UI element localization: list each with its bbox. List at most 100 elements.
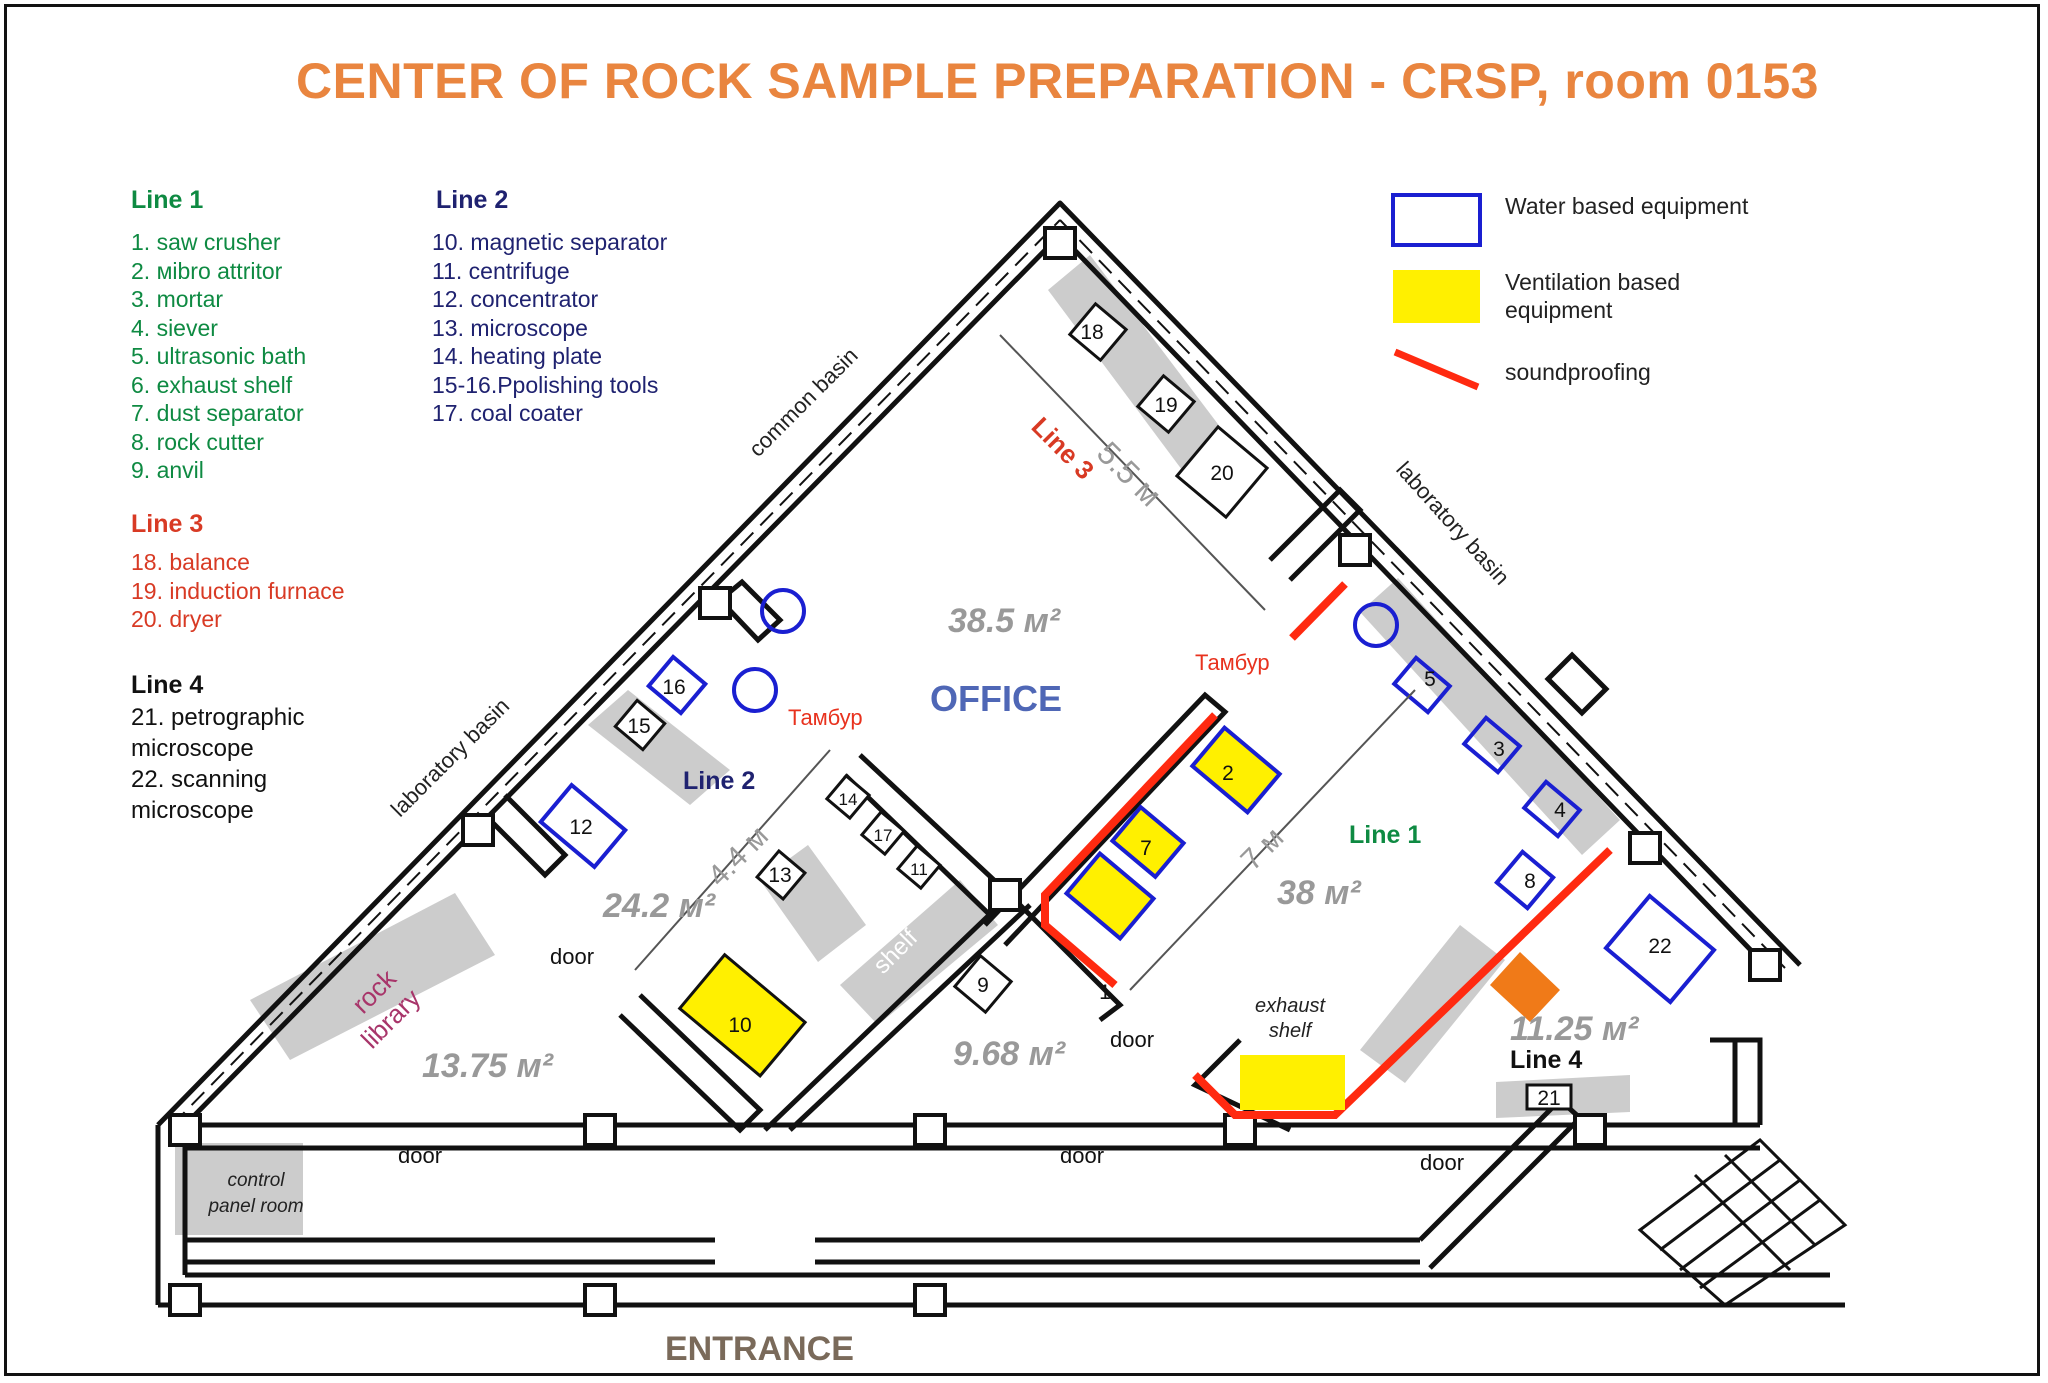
lab-basin-right-label: laboratory basin <box>1391 457 1514 590</box>
equipment-number: 2 <box>1222 762 1234 785</box>
control-panel-label: control <box>227 1170 285 1191</box>
equipment-number: 10 <box>728 1014 751 1037</box>
list-item: 21. petrographic <box>131 704 305 731</box>
line2-plan-label: Line 2 <box>683 767 755 795</box>
line3-heading: Line 3 <box>131 510 204 538</box>
tambur-label: Тамбур <box>788 705 863 730</box>
list-item: 3. mortar <box>131 286 224 312</box>
list-item: 7. dust separator <box>131 400 304 426</box>
equipment-number: 17 <box>874 826 893 845</box>
equipment-number: 5 <box>1424 668 1436 691</box>
dim-55-label: 5.5 м <box>1090 434 1169 513</box>
office-area-label: 38.5 м² <box>948 602 1062 640</box>
line3-list: 18. balance 19. induction furnace 20. dr… <box>131 548 345 634</box>
equipment-number: 11 <box>910 860 928 879</box>
equipment-2 <box>1189 724 1283 816</box>
line4-heading: Line 4 <box>131 671 204 699</box>
exhaust-shelf-label: shelf <box>1269 1020 1314 1042</box>
exhaust-shelf-block <box>1240 1055 1345 1110</box>
door-label: door <box>1110 1027 1154 1052</box>
soundproofing-lines <box>1041 581 1613 1119</box>
list-item: 20. dryer <box>131 606 222 632</box>
equipment-number: 15 <box>627 715 650 738</box>
equipment-number: 14 <box>839 790 858 809</box>
control-panel-label: panel room <box>207 1196 303 1217</box>
legend-water-label: Water based equipment <box>1505 193 1749 219</box>
area-1125-label: 11.25 м² <box>1510 1010 1640 1048</box>
diagram-frame <box>4 4 2040 1376</box>
equipment-1 <box>1063 850 1157 942</box>
list-item: 18. balance <box>131 549 250 575</box>
equipment-11 <box>895 843 943 891</box>
list-item: 10. magnetic separator <box>432 229 668 255</box>
equipment-number: 7 <box>1140 837 1152 860</box>
door-label: door <box>550 944 594 969</box>
equipment-20 <box>1174 424 1270 520</box>
inner-walls <box>185 486 1763 1270</box>
equipment-22 <box>1603 893 1717 1005</box>
list-item: 19. induction furnace <box>131 577 345 604</box>
equipment-13 <box>754 848 808 902</box>
equipment-number: 16 <box>662 676 685 699</box>
exhaust-shelf-label: exhaust <box>1255 995 1326 1017</box>
list-item: 4. siever <box>131 314 218 341</box>
equipment-19 <box>1135 373 1197 435</box>
equipment-16 <box>645 654 709 716</box>
door-label: door <box>1060 1143 1104 1168</box>
equipment-3 <box>1461 715 1523 775</box>
door-label: door <box>398 1143 442 1168</box>
line2-heading: Line 2 <box>436 186 509 214</box>
basin-circle <box>732 667 778 713</box>
area-38-label: 38 м² <box>1277 874 1362 912</box>
basin-circle <box>1353 602 1399 648</box>
list-item: 2. мibro attritor <box>131 257 283 284</box>
equipment-8 <box>1494 849 1556 911</box>
legend-soundproofing-swatch <box>1393 348 1480 391</box>
stairs <box>1637 1138 1848 1307</box>
columns <box>168 226 1782 1317</box>
equipment-number: 21 <box>1537 1087 1560 1110</box>
equipment-14 <box>824 773 872 821</box>
area-242-label: 24.2 м² <box>602 887 717 925</box>
equipment-numbers: 1 2 3 4 5 7 8 9 10 11 12 13 14 15 16 17 … <box>569 321 1671 1110</box>
list-item: 8. rock cutter <box>131 428 264 455</box>
office-label: OFFICE <box>930 678 1062 719</box>
area-1375-label: 13.75 м² <box>422 1047 555 1085</box>
equipment-10 <box>677 952 808 1078</box>
equipment-number: 20 <box>1210 462 1233 485</box>
equipment-15 <box>613 698 667 752</box>
equipment-number: 12 <box>569 816 592 839</box>
water-equipment <box>537 588 1717 1005</box>
line4-list: 21. petrographic microscope 22. scanning… <box>131 702 304 826</box>
equipment-number: 4 <box>1554 799 1566 822</box>
equipment-number: 18 <box>1080 321 1103 344</box>
list-item: 17. coal coater <box>432 400 583 426</box>
common-basin-label: common basin <box>744 343 863 462</box>
equipment-number: 3 <box>1493 738 1505 761</box>
equipment-number: 1 <box>1099 981 1111 1004</box>
outer-wall-axis <box>171 219 1786 1126</box>
list-item: 22. scanning <box>131 766 268 793</box>
area-968-label: 9.68 м² <box>953 1035 1067 1073</box>
equipment-9 <box>952 953 1014 1015</box>
list-item: 5. ultrasonic bath <box>131 343 307 369</box>
basin-circle <box>760 588 806 634</box>
equipment-4 <box>1521 779 1583 839</box>
equipment-5 <box>1391 655 1453 715</box>
equipment-number: 13 <box>768 864 791 887</box>
equipment-12 <box>537 782 629 870</box>
line2-list: 10. magnetic separator 11. centrifuge 12… <box>432 228 667 428</box>
lab-basin-left-label: laboratory basin <box>386 693 514 821</box>
equipment-number: 19 <box>1154 394 1177 417</box>
list-item: 6. exhaust shelf <box>131 371 293 398</box>
equipment-number: 9 <box>977 974 989 997</box>
line1-plan-label: Line 1 <box>1349 821 1421 849</box>
page-title: CENTER OF ROCK SAMPLE PREPARATION - CRSP… <box>296 53 1819 109</box>
grey-zones <box>175 255 1630 1235</box>
equipment-number: 8 <box>1524 870 1536 893</box>
orange-segment <box>1490 952 1560 1022</box>
legend-water-swatch <box>1391 193 1482 247</box>
legend-soundproofing-label: soundproofing <box>1505 359 1651 385</box>
list-item: 11. centrifuge <box>432 257 570 284</box>
